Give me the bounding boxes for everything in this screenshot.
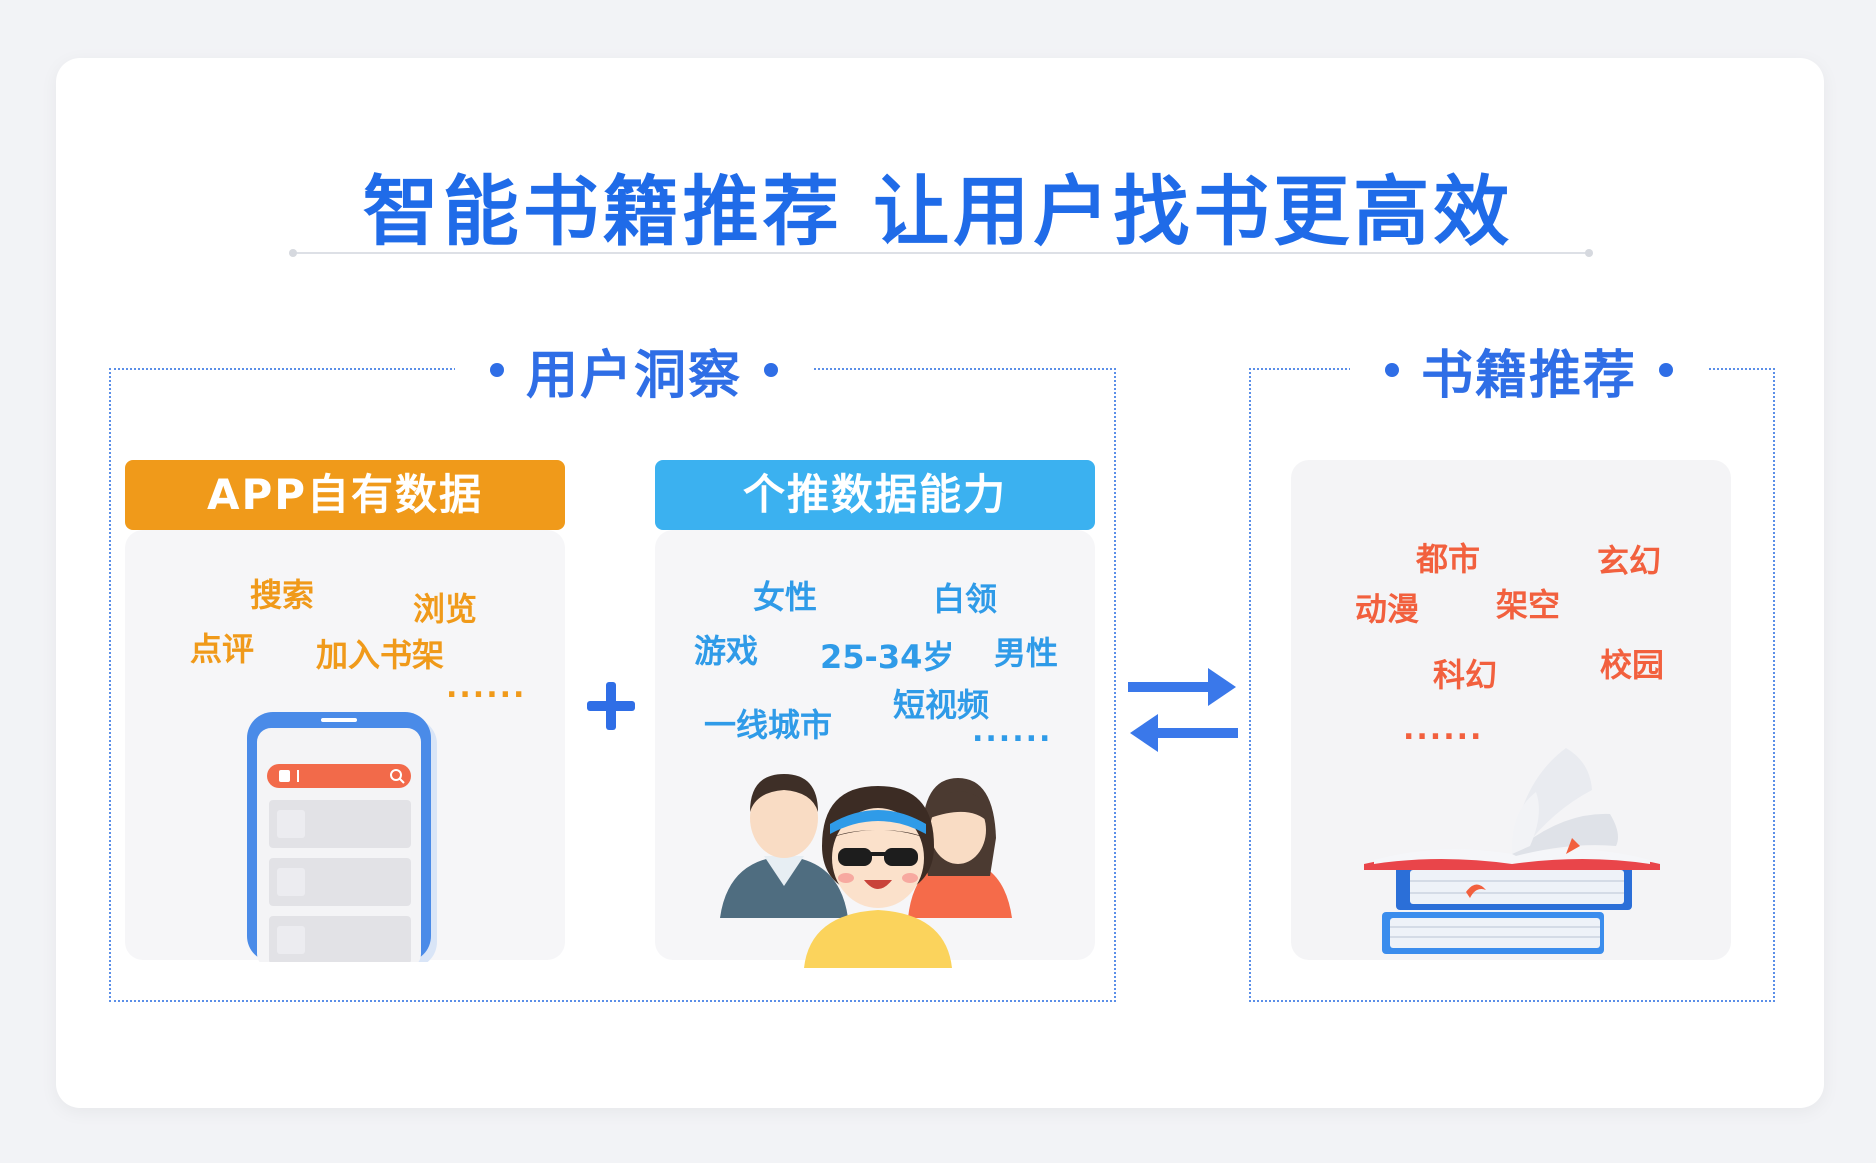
recommend-tag: 架空 (1496, 586, 1561, 624)
title-divider (289, 249, 1593, 257)
user-insight-label: 用户洞察 (525, 345, 742, 406)
push-data-tag: 游戏 (694, 632, 759, 670)
bullet-dot-icon (764, 363, 778, 377)
people-illustration (720, 774, 1012, 968)
plus-icon (587, 682, 635, 730)
push-data-tag: 25-34岁 (820, 638, 955, 676)
book-recommend-heading: 书籍推荐 (1350, 340, 1708, 406)
bullet-dot-icon (489, 363, 504, 377)
app-data-more: ...... (446, 670, 527, 705)
exchange-arrows-icon (1128, 668, 1238, 752)
recommend-tag: 校园 (1600, 646, 1665, 684)
push-data-tag: 男性 (994, 634, 1059, 672)
push-data-more: ...... (972, 714, 1053, 749)
phone-illustration (247, 712, 437, 962)
recommend-tag: 玄幻 (1597, 542, 1662, 580)
app-data-tag: 搜索 (250, 576, 315, 614)
push-data-tag: 白领 (933, 580, 998, 618)
push-data-tag: 女性 (753, 578, 818, 616)
push-data-header: 个推数据能力 (655, 460, 1095, 530)
book-recommend-label: 书籍推荐 (1420, 345, 1637, 406)
app-data-tag: 点评 (190, 630, 255, 668)
user-insight-heading: 用户洞察 (455, 340, 813, 406)
recommend-more: ...... (1403, 712, 1484, 747)
recommend-tag: 动漫 (1355, 590, 1420, 628)
app-data-tag: 加入书架 (316, 636, 445, 674)
recommend-tag: 都市 (1416, 540, 1481, 578)
push-data-tag: 一线城市 (704, 706, 833, 744)
app-data-header: APP自有数据 (125, 460, 565, 530)
bullet-dot-icon (1659, 363, 1673, 377)
page-title: 智能书籍推荐 让用户找书更高效 (362, 167, 1514, 256)
push-data-tag: 短视频 (893, 686, 990, 724)
books-illustration (1364, 748, 1660, 954)
recommend-tag: 科幻 (1433, 656, 1498, 694)
app-data-tag: 浏览 (413, 590, 478, 628)
bullet-dot-icon (1384, 363, 1399, 377)
